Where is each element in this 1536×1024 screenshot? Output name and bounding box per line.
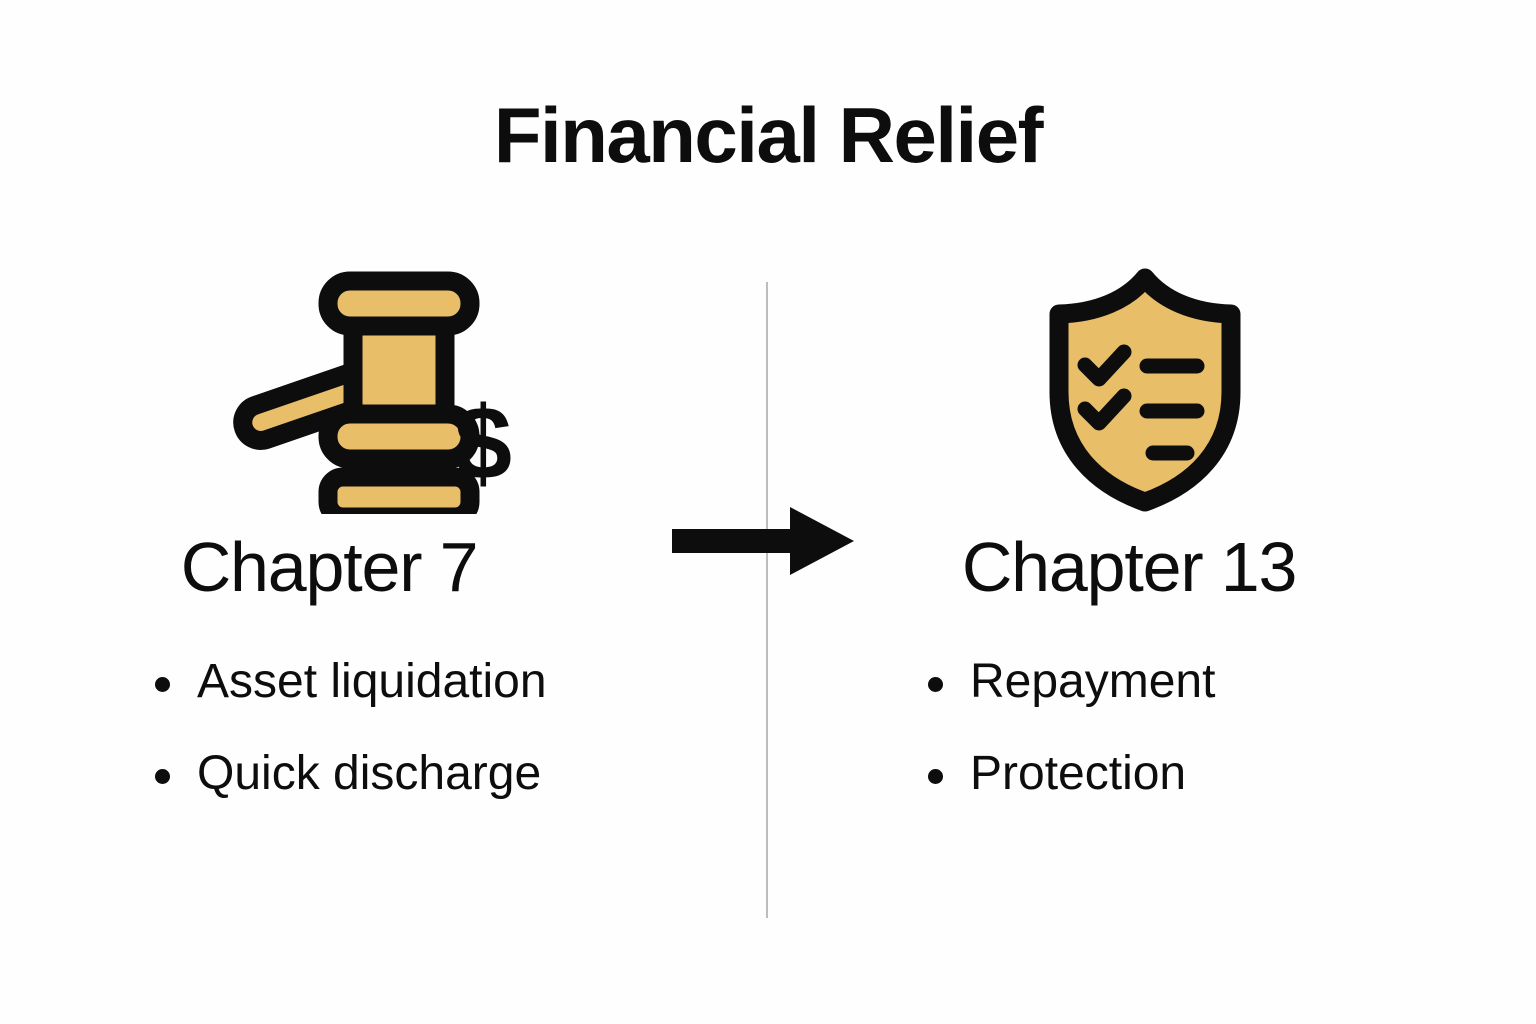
chapter-13-heading: Chapter 13 bbox=[961, 528, 1298, 606]
bullet-dot-icon bbox=[928, 677, 943, 692]
chapter-7-heading: Chapter 7 bbox=[180, 528, 479, 606]
bullet-dot-icon bbox=[155, 769, 170, 784]
column-divider bbox=[766, 282, 768, 918]
right-arrow-icon bbox=[672, 507, 856, 581]
page-title: Financial Relief bbox=[493, 91, 1044, 179]
chapter-13-column: Chapter 13 Repayment Protection bbox=[840, 250, 1500, 842]
bullet-dot-icon bbox=[155, 677, 170, 692]
list-item-label: Repayment bbox=[970, 655, 1216, 708]
gavel-money-icon: $ bbox=[225, 264, 535, 526]
list-item: Asset liquidation bbox=[155, 658, 700, 706]
chapter-7-column: $ Chapter 7 Asset liquidation Quick disc… bbox=[40, 250, 700, 842]
svg-text:$: $ bbox=[454, 386, 512, 502]
list-item-label: Quick discharge bbox=[197, 747, 542, 800]
shield-checklist-icon-slot bbox=[840, 250, 1500, 532]
list-item: Quick discharge bbox=[155, 750, 700, 798]
flow-arrow bbox=[672, 505, 856, 577]
chapter-7-bullet-list: Asset liquidation Quick discharge bbox=[40, 658, 700, 798]
bullet-dot-icon bbox=[928, 769, 943, 784]
list-item: Repayment bbox=[928, 658, 1500, 706]
gavel-money-icon-slot: $ bbox=[40, 250, 700, 532]
chapter-13-bullet-list: Repayment Protection bbox=[840, 658, 1500, 798]
shield-checklist-icon bbox=[1029, 264, 1261, 519]
list-item-label: Asset liquidation bbox=[197, 655, 547, 708]
list-item-label: Protection bbox=[970, 747, 1187, 800]
list-item: Protection bbox=[928, 750, 1500, 798]
